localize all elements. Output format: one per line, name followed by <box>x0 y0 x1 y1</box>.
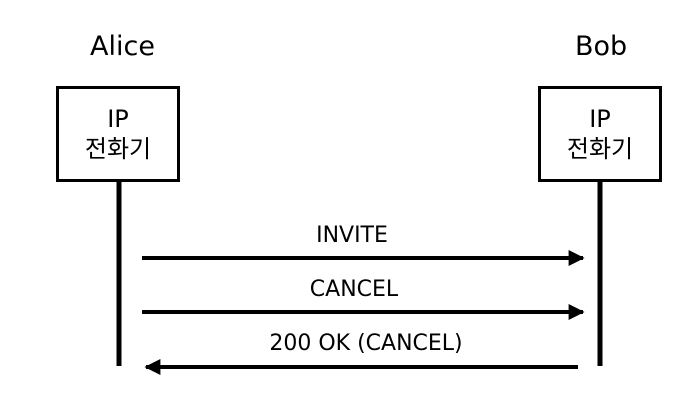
invite-message-label: INVITE <box>316 223 388 248</box>
alice-phone-box: IP 전화기 <box>56 86 180 182</box>
bob-device-line1: IP <box>589 105 611 133</box>
alice-device-line2: 전화기 <box>84 135 152 163</box>
ok-cancel-message-label: 200 OK (CANCEL) <box>269 331 462 356</box>
bob-device-line2: 전화기 <box>566 135 634 163</box>
alice-device-line1: IP <box>107 105 129 133</box>
cancel-message-label: CANCEL <box>310 277 399 302</box>
bob-name-label: Bob <box>575 31 628 62</box>
alice-name-label: Alice <box>90 31 155 62</box>
bob-phone-box: IP 전화기 <box>538 86 662 182</box>
